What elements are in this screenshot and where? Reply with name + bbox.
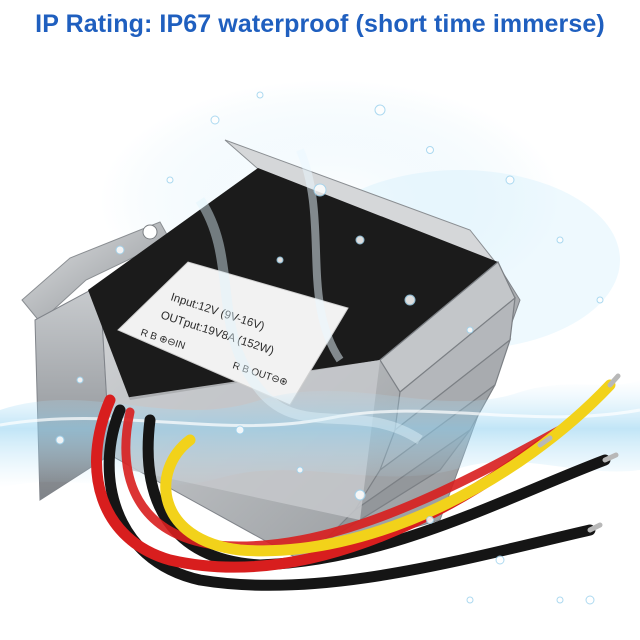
spec-label: Input:12V (9V-16V) OUTput:19V8A (152W) R…: [117, 261, 349, 406]
water-droplets: [55, 91, 604, 605]
cable-bundle: [91, 373, 621, 591]
mount-hole: [142, 224, 158, 240]
wire-yellow: [160, 379, 616, 557]
wire-black-1: [103, 404, 596, 591]
headline-ip-rating: IP Rating: IP67 waterproof (short time i…: [35, 10, 605, 38]
